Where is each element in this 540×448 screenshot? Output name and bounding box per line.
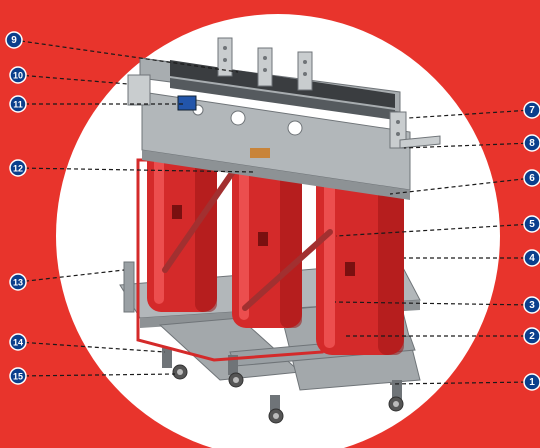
callout-4: 4: [404, 249, 540, 267]
callout-badge: [9, 66, 27, 84]
leader-line: [17, 167, 256, 173]
lv-terminal: [389, 111, 407, 149]
callout-number: 3: [529, 300, 535, 311]
callout-number: 2: [529, 331, 535, 342]
spacer-block: [250, 148, 270, 158]
callout-7: 7: [407, 101, 540, 119]
callout-number: 15: [13, 372, 23, 382]
leader-line: [13, 39, 239, 73]
ground-cable: [136, 158, 324, 362]
callout-3: 3: [334, 296, 540, 314]
wheel: [162, 348, 188, 380]
callout-badge: [523, 296, 540, 314]
side-post: [123, 261, 135, 313]
callout-badge: [523, 101, 540, 119]
callout-13: 13: [9, 269, 125, 291]
leader-line: [389, 381, 533, 385]
hv-terminal: [297, 51, 313, 91]
wheel: [268, 395, 284, 424]
callout-5: 5: [335, 215, 540, 237]
transformer-illustration: [119, 37, 441, 424]
callout-number: 1: [529, 377, 535, 388]
callout-number: 12: [13, 164, 23, 174]
sensor-box: [177, 95, 197, 111]
callout-number: 9: [11, 35, 17, 46]
wheel: [228, 355, 244, 388]
callout-number: 7: [529, 105, 535, 116]
hv-terminal: [257, 47, 273, 87]
leader-line: [403, 142, 533, 149]
leader-line: [334, 301, 533, 306]
callout-15: 15: [9, 367, 176, 385]
hv-terminal: [217, 37, 233, 77]
leader-line: [17, 373, 176, 377]
leader-line: [389, 177, 533, 195]
core-laminations: [170, 78, 395, 120]
callout-number: 10: [13, 71, 23, 81]
leader-line: [17, 269, 125, 283]
callout-10: 10: [9, 66, 129, 85]
callout-badge: [523, 249, 540, 267]
callout-6: 6: [389, 169, 540, 195]
callout-badge: [5, 31, 23, 49]
callout-8: 8: [403, 134, 540, 152]
top-frame-lip: [142, 150, 410, 200]
wheel: [388, 380, 404, 412]
junction-box: [127, 74, 151, 106]
callout-badge: [9, 367, 27, 385]
callout-11: 11: [9, 95, 186, 113]
callout-number: 4: [529, 253, 535, 264]
callout-12: 12: [9, 159, 256, 177]
callout-number: 13: [13, 278, 23, 288]
leader-line: [17, 74, 129, 85]
leader-line: [335, 223, 533, 237]
callout-badge: [9, 273, 27, 291]
callout-9: 9: [5, 31, 239, 73]
callout-badge: [9, 95, 27, 113]
leader-line: [17, 341, 166, 353]
callout-badge: [9, 159, 27, 177]
callout-badge: [523, 373, 540, 391]
callout-number: 6: [529, 173, 535, 184]
callout-badge: [523, 327, 540, 345]
connection-bar: [242, 229, 333, 311]
callout-1: 1: [389, 373, 540, 391]
callout-number: 14: [13, 338, 23, 348]
callout-number: 11: [13, 100, 23, 110]
callout-number: 5: [529, 219, 535, 230]
callout-badge: [523, 169, 540, 187]
callout-14: 14: [9, 333, 166, 353]
callout-2: 2: [345, 327, 540, 345]
callout-badge: [523, 215, 540, 233]
lv-busbar: [399, 135, 441, 149]
callout-badge: [9, 333, 27, 351]
callout-number: 8: [529, 138, 535, 149]
callout-badge: [523, 134, 540, 152]
